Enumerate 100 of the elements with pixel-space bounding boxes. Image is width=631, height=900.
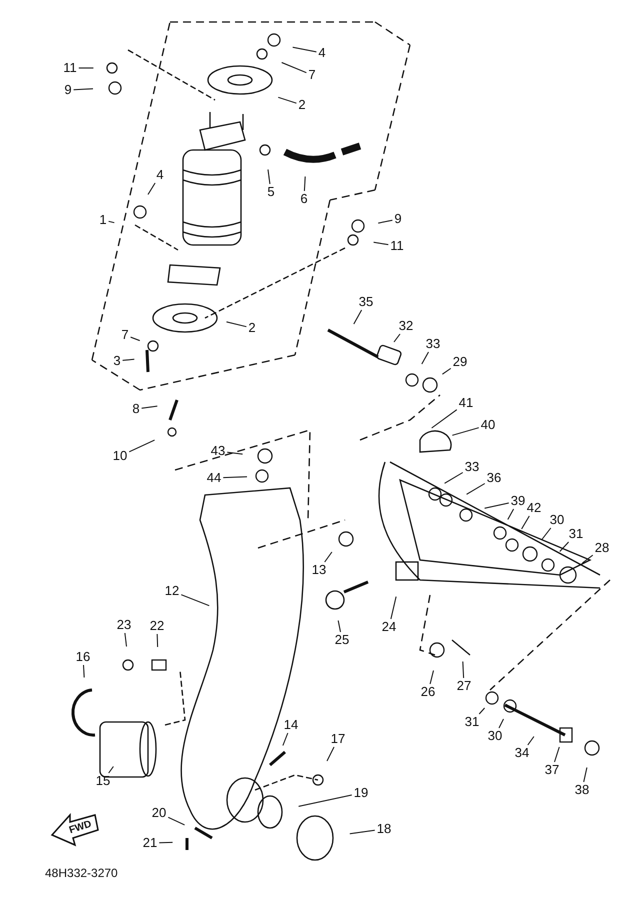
leader-line <box>554 746 560 762</box>
leader-line <box>124 632 127 647</box>
leader-line <box>430 670 434 684</box>
leader-line <box>156 634 158 648</box>
leader-line <box>282 732 288 746</box>
callout-number: 27 <box>456 679 472 693</box>
leader-line <box>292 46 317 52</box>
callout-number: 14 <box>282 718 300 732</box>
leader-line <box>158 842 174 844</box>
callout-number: 3 <box>112 354 122 368</box>
callout-number: 29 <box>452 355 468 369</box>
callout-number: 44 <box>206 471 222 485</box>
callout-number: 2 <box>297 98 307 112</box>
leader-line <box>180 594 210 606</box>
leader-line <box>484 502 510 509</box>
callout-number: 23 <box>116 618 132 632</box>
leader-line <box>583 767 588 782</box>
callout-number: 24 <box>380 620 398 634</box>
callout-number: 31 <box>464 715 480 729</box>
leader-line <box>394 334 400 342</box>
leader-line <box>141 406 158 409</box>
callout-number: 8 <box>131 402 141 416</box>
leader-line <box>390 596 397 620</box>
callout-number: 6 <box>299 192 309 206</box>
leader-line <box>373 242 389 246</box>
leader-line <box>73 88 94 90</box>
leader-line <box>541 528 552 540</box>
leader-line <box>108 220 115 224</box>
leader-line <box>582 554 594 564</box>
leader-line <box>83 664 85 678</box>
callout-number: 32 <box>398 319 414 333</box>
callout-number: 11 <box>62 61 78 75</box>
leader-line <box>148 182 156 195</box>
callout-number: 40 <box>480 418 496 432</box>
callout-number: 43 <box>210 444 226 458</box>
leader-line <box>278 96 297 104</box>
callout-number: 22 <box>148 619 166 633</box>
leader-line <box>378 220 393 224</box>
callout-number: 33 <box>424 337 442 351</box>
callout-number: 1 <box>98 213 108 227</box>
callout-number: 42 <box>526 501 542 515</box>
callout-number: 17 <box>330 732 346 746</box>
leader-line <box>168 816 186 826</box>
leader-line <box>324 552 332 562</box>
leader-line <box>507 508 514 520</box>
callout-number: 26 <box>420 685 436 699</box>
callout-number: 11 <box>389 239 405 253</box>
direction-label: FWD <box>68 818 93 836</box>
callout-number: 18 <box>376 822 392 836</box>
callout-number: 2 <box>247 321 257 335</box>
callout-number: 39 <box>510 494 526 508</box>
callout-number: 38 <box>574 783 590 797</box>
leader-line <box>421 352 429 364</box>
leader-line <box>462 661 464 678</box>
callout-number: 7 <box>307 68 317 82</box>
callout-number: 25 <box>334 633 350 647</box>
callout-number: 35 <box>358 295 374 309</box>
leader-line <box>298 794 352 807</box>
leader-line <box>226 321 247 328</box>
callout-number: 4 <box>317 46 327 60</box>
callout-number: 7 <box>120 328 130 342</box>
callout-number: 30 <box>486 729 504 743</box>
leader-line <box>444 472 464 484</box>
callout-number: 9 <box>393 212 403 226</box>
leader-line <box>268 169 270 184</box>
callout-number: 41 <box>458 396 474 410</box>
leader-line <box>226 452 244 455</box>
part-number: 48H332-3270 <box>45 866 118 880</box>
leader-line <box>431 409 458 428</box>
callout-number: 9 <box>63 83 73 97</box>
callout-number: 37 <box>544 763 560 777</box>
callout-number: 34 <box>514 746 530 760</box>
leader-line <box>122 358 135 361</box>
callout-number: 13 <box>310 563 328 577</box>
callout-number: 30 <box>548 513 566 527</box>
leader-line <box>527 736 534 746</box>
callout-number: 5 <box>266 185 276 199</box>
callout-number: 20 <box>150 806 168 820</box>
leader-line <box>521 516 530 530</box>
leader-line <box>281 62 307 74</box>
callout-number: 19 <box>352 786 370 800</box>
leader-line <box>338 620 341 632</box>
callout-number: 12 <box>164 584 180 598</box>
leader-line <box>466 483 486 495</box>
leader-line <box>128 440 156 452</box>
leader-line <box>442 368 452 375</box>
callout-number: 4 <box>155 168 165 182</box>
leader-line <box>349 830 376 834</box>
leader-line <box>478 708 486 714</box>
callout-number: 31 <box>568 527 584 541</box>
leader-line <box>452 427 480 436</box>
callout-number: 28 <box>594 541 610 555</box>
leader-line <box>108 766 114 774</box>
callout-number: 10 <box>112 449 128 463</box>
callout-number: 33 <box>464 460 480 474</box>
leader-line <box>353 310 362 324</box>
leader-line <box>304 176 306 192</box>
callout-number: 21 <box>142 836 158 850</box>
leader-line <box>222 476 248 478</box>
leader-line <box>559 542 570 552</box>
